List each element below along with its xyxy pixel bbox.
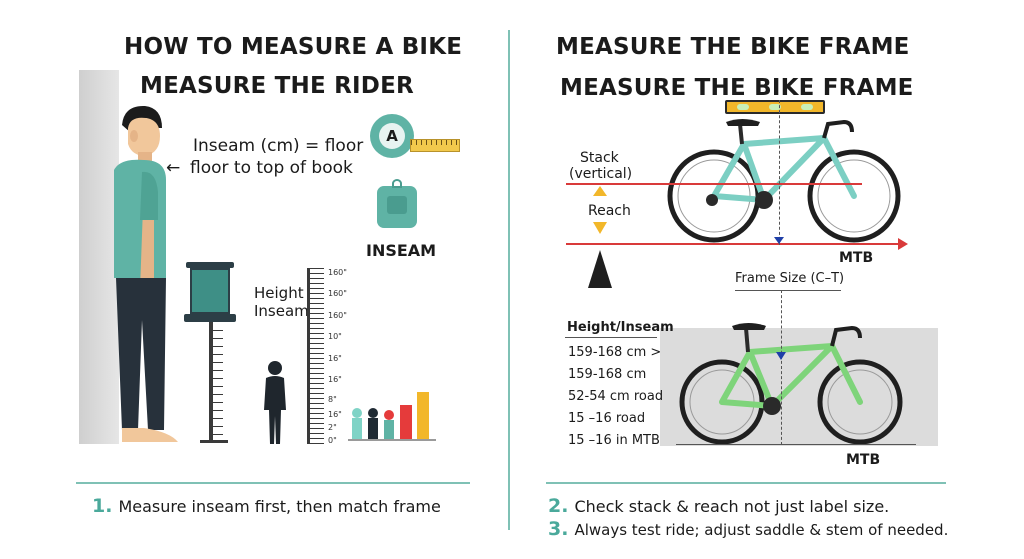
- table-header-rule: [565, 337, 657, 338]
- panel-divider: [508, 30, 510, 530]
- ruler-tick: 8": [328, 395, 337, 404]
- stack-arrow-up-icon: [593, 186, 607, 196]
- table-header: Height/Inseam: [567, 320, 674, 335]
- left-title: HOW TO MEASURE A BIKE: [124, 34, 463, 60]
- child-silhouette-icon: [264, 361, 286, 444]
- mini-bar: [384, 420, 394, 439]
- wall: [79, 70, 119, 444]
- bb-marker-icon: [774, 237, 784, 244]
- inseam-note-line2: floor to top of book: [190, 158, 353, 178]
- mini-bar: [400, 405, 412, 439]
- ruler-tick: 160": [328, 268, 347, 277]
- cone-icon: [588, 250, 612, 288]
- spirit-level-icon: [725, 100, 825, 114]
- ruler-tick: 16": [328, 354, 342, 363]
- inseam-note-arrow: ←: [166, 158, 181, 178]
- mini-bar: [352, 418, 362, 439]
- center-dashed-line: [779, 100, 780, 245]
- inseam-label-2: Inseam: [254, 302, 309, 320]
- mini-person-head: [384, 410, 394, 420]
- step-3: 3. Always test ride; adjust saddle & stem…: [548, 518, 948, 540]
- left-rule: [76, 482, 470, 484]
- book-pole-base: [200, 440, 228, 443]
- frame-size-underline: [735, 290, 841, 291]
- step-3-text: Always test ride; adjust saddle & stem o…: [574, 521, 949, 539]
- bars-baseline: [348, 439, 436, 441]
- inseam-label: INSEAM: [366, 241, 437, 260]
- frame-marker-icon: [776, 352, 786, 360]
- tape-strip: [410, 139, 460, 152]
- height-ruler-ticks: [310, 268, 324, 444]
- right-rule: [546, 482, 946, 484]
- step-2-number: 2.: [548, 495, 569, 517]
- book-pole-ticks: [213, 330, 223, 442]
- ruler-tick: 0": [328, 436, 337, 445]
- mini-bar: [417, 392, 429, 439]
- mini-bar: [368, 418, 378, 439]
- step-1: 1. Measure inseam first, then match frame: [92, 495, 441, 517]
- step-3-number: 3.: [548, 518, 569, 540]
- table-row: 15 –16 road: [568, 411, 646, 426]
- road-bike-teal: [667, 119, 901, 243]
- step-1-number: 1.: [92, 495, 113, 517]
- book-pole: [209, 322, 213, 442]
- step-1-text: Measure inseam first, then match frame: [118, 497, 441, 516]
- mini-person-head: [352, 408, 362, 418]
- mini-person-head: [368, 408, 378, 418]
- tape-badge: A: [379, 123, 405, 149]
- right-subtitle: MEASURE THE BIKE FRAME: [560, 75, 914, 101]
- stack-sublabel: (vertical): [569, 166, 633, 182]
- book: [190, 268, 230, 314]
- ruler-tick: 16": [328, 375, 342, 384]
- step-2: 2. Check stack & reach not just label siz…: [548, 495, 889, 517]
- rider-figure: [114, 105, 178, 442]
- stack-guide-line: [566, 183, 862, 185]
- height-label: Height: [254, 284, 304, 302]
- book-top: [186, 262, 234, 268]
- ground-line: [676, 444, 916, 445]
- tape-measure-icon: A: [370, 114, 414, 158]
- ground-guide-line: [566, 243, 902, 245]
- ground-guide-arrow-icon: [898, 238, 908, 250]
- frame-center-dashed-line: [781, 290, 782, 445]
- stack-label: Stack: [580, 150, 619, 166]
- book-base: [184, 314, 236, 322]
- height-ruler: [307, 268, 310, 444]
- ruler-tick: 10": [328, 332, 342, 341]
- ruler-tick: 160": [328, 289, 347, 298]
- table-row: 15 –16 in MTB: [568, 433, 660, 448]
- ruler-tick: 16": [328, 410, 342, 419]
- ruler-tick: 2": [328, 423, 337, 432]
- table-row: 159-168 cm: [568, 367, 647, 382]
- reach-arrow-down-icon: [593, 222, 607, 234]
- left-subtitle: MEASURE THE RIDER: [140, 73, 414, 99]
- right-title: MEASURE THE BIKE FRAME: [556, 34, 910, 60]
- ruler-tick: 160": [328, 311, 347, 320]
- mtb-bottom-label: MTB: [846, 452, 881, 468]
- step-2-text: Check stack & reach not just label size.: [574, 497, 890, 516]
- table-row: 159-168 cm >: [568, 345, 662, 360]
- reach-label: Reach: [588, 203, 631, 219]
- inseam-tag-icon: [377, 179, 417, 228]
- road-bike-green: [679, 323, 903, 445]
- inseam-note-line1: Inseam (cm) = floor: [193, 136, 364, 156]
- mtb-top-label: MTB: [839, 250, 874, 266]
- frame-size-label: Frame Size (C–T): [735, 271, 845, 286]
- table-row: 52-54 cm road: [568, 389, 664, 404]
